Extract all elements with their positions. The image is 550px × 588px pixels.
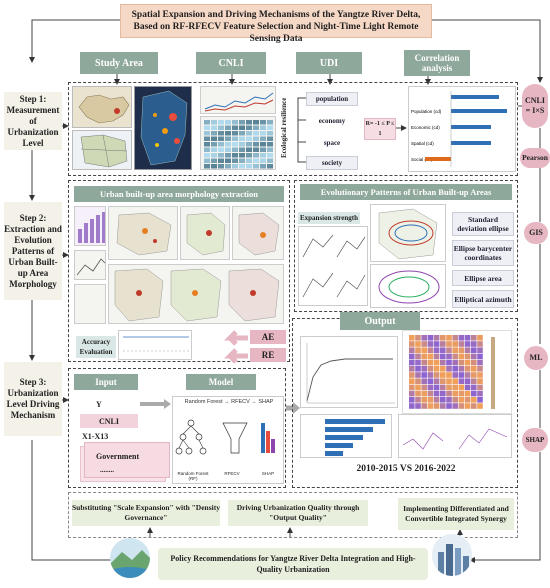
- diagram-title: Spatial Expansion and Driving Mechanisms…: [120, 4, 432, 44]
- step1-panel: [68, 82, 518, 176]
- corr-bar: [451, 141, 491, 145]
- morphology-bar-thumb: [74, 206, 106, 246]
- cnli-formula-pill: CNLI = I×S: [522, 84, 548, 128]
- morphology-map-grid: [108, 264, 284, 324]
- header-udi: UDI: [296, 52, 362, 74]
- model-part-shap: SHAP: [261, 471, 275, 476]
- policy-output-quality: Driving Urbanization Quality through "Ou…: [228, 500, 368, 526]
- morphology-map-thumb-1: [108, 206, 178, 260]
- udi-economy: economy: [306, 114, 358, 128]
- corr-bar: [451, 95, 499, 99]
- sde-elliptical-azimuth: Elliptical azimuth: [452, 290, 514, 308]
- cnli-line-chart: [200, 86, 276, 114]
- policy-panel: [68, 492, 518, 538]
- udi-population: population: [306, 92, 358, 106]
- corr-label: Social (cd): [411, 157, 433, 162]
- morphology-header: Urban built-up area morphology extractio…: [74, 186, 284, 202]
- ellipse-map: [370, 204, 446, 262]
- correlation-heatmap: [402, 330, 512, 414]
- step-2-label: Step 2: Extraction and Evolution Pattern…: [4, 202, 62, 300]
- udi-society: society: [306, 156, 358, 170]
- corr-label: Population (cd): [411, 109, 442, 114]
- header-study-area: Study Area: [80, 52, 158, 74]
- province-map: [72, 130, 132, 170]
- model-header: Model: [186, 374, 256, 390]
- input-x1-x13: X1-X13: [82, 432, 109, 441]
- policy-integrated-synergy: Implementing Differentiated and Converti…: [398, 498, 514, 530]
- morphology-line-thumb: [74, 250, 106, 280]
- evolution-header: Evolutionary Patterns of Urban Built-up …: [300, 184, 512, 200]
- udi-space: space: [306, 136, 358, 150]
- model-pipeline-graphic: [175, 419, 275, 455]
- model-part-rfecv: RFECV: [224, 471, 240, 476]
- model-part-rf: Random Forest (RF): [177, 471, 209, 481]
- morphology-map-thumb-2: [180, 206, 230, 260]
- corr-label: Spatial (cd): [411, 141, 434, 146]
- re-label: RE: [250, 348, 286, 362]
- accuracy-evaluation-label: Accuracy Evaluation: [76, 336, 116, 358]
- correlation-bar-chart: Population (cd) Economic (cd) Spatial (cd)…: [408, 86, 516, 172]
- method-pearson: Pearson: [520, 148, 550, 168]
- input-ellipsis: ........: [100, 466, 114, 474]
- ellipse-detail: [370, 264, 446, 308]
- input-model-panel: [68, 368, 286, 488]
- input-stack-2: [84, 442, 170, 478]
- input-y: Y: [96, 400, 102, 409]
- nature-icon: [110, 538, 150, 578]
- input-government: Government: [96, 452, 140, 461]
- policy-final-recommendation: Policy Recommendations for Yangtze River…: [158, 548, 428, 580]
- comparison-period-label: 2010-2015 VS 2016-2022: [356, 464, 456, 474]
- morphology-small-thumb: [74, 284, 106, 324]
- evolution-panel: [294, 180, 518, 312]
- sde-ellipse-area: Ellipse area: [452, 270, 514, 286]
- title-to-right-line: [432, 19, 543, 83]
- morphology-panel: [68, 180, 290, 362]
- policy-density-governance: Substituting "Scale Expansion" with "Den…: [72, 500, 220, 526]
- input-cnli: CNLI: [80, 414, 138, 428]
- model-pipeline-text: Random Forest → RFECV → SHAP: [184, 399, 274, 405]
- title-to-step1-line: [29, 19, 120, 63]
- input-to-model-arrow: [140, 399, 171, 409]
- method-ml: ML: [524, 346, 548, 370]
- method-shap: SHAP: [522, 428, 548, 452]
- shap-bar-chart: [300, 414, 392, 458]
- rfecv-curve-chart: [300, 336, 398, 408]
- expansion-strength-charts: [298, 226, 368, 306]
- ae-label: AE: [250, 330, 286, 344]
- input-header: Input: [74, 374, 138, 390]
- cnli-heatmap-table: [200, 116, 276, 170]
- corr-bar: [425, 157, 451, 161]
- corr-bar: [451, 125, 491, 129]
- header-cnli: CNLI: [196, 52, 266, 74]
- sde-standard-deviation-ellipse: Standard deviation ellipse: [452, 212, 514, 236]
- morphology-map-thumb-3: [232, 206, 284, 260]
- sde-barycenter: Ellipse barycenter coordinates: [452, 240, 514, 266]
- model-diagram: Random Forest → RFECV → SHAP Random Fore…: [172, 396, 284, 484]
- china-map: [72, 86, 132, 128]
- step-1-label: Step 1: Measurement of Urbanization Leve…: [4, 92, 62, 150]
- ecological-resilience-label: Ecological resilience: [280, 97, 288, 159]
- corr-label: Economic (cd): [411, 125, 440, 130]
- expansion-strength-label: Expansion strength: [298, 212, 360, 224]
- header-correlation-analysis: Correlation analysis: [404, 50, 470, 76]
- china-map-graphic: [78, 94, 130, 124]
- correlation-formula: R= -1 ≤ P ≤ 1: [364, 118, 396, 140]
- ae-re-arrows: [223, 330, 248, 364]
- shap-dependence-plots: [398, 414, 512, 458]
- method-gis: GIS: [524, 222, 548, 244]
- step-3-label: Step 3: Urbanization Level Driving Mecha…: [4, 362, 62, 436]
- accuracy-chart: [118, 330, 192, 360]
- corr-bar: [451, 109, 507, 113]
- yrd-night-light-map: [134, 86, 192, 170]
- output-header: Output: [340, 312, 420, 330]
- city-icon: [432, 534, 472, 576]
